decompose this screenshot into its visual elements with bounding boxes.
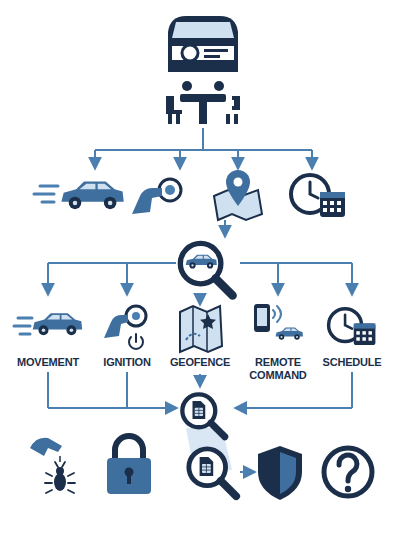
sim-magnifier-icon [182, 394, 224, 436]
connector-lines [95, 128, 312, 236]
bug-hand-icon [30, 438, 75, 493]
geofence-icon [180, 306, 222, 352]
question-icon [324, 448, 372, 496]
dashboard-icon [168, 16, 238, 72]
movement-icon [14, 313, 82, 335]
ignition-icon [104, 306, 146, 349]
shield-icon [258, 446, 302, 500]
category-label: SCHEDULE [323, 356, 382, 369]
schedule-icon [329, 309, 376, 345]
speeding-car-icon [34, 181, 124, 209]
arrow [240, 471, 254, 473]
meeting-icon [166, 81, 240, 124]
remote-command-icon [254, 304, 303, 340]
category-label: GEOFENCE [170, 356, 230, 369]
magnifier-car-icon [180, 243, 232, 295]
category-label: REMOTE COMMAND [247, 356, 309, 382]
map-pin-icon [214, 170, 262, 220]
category-label: IGNITION [103, 356, 150, 369]
connector-lines [48, 263, 352, 304]
lock-icon [107, 436, 151, 494]
clock-calendar-icon [291, 175, 345, 217]
sim-magnifier-icon [189, 449, 236, 496]
key-ignition-icon [132, 179, 181, 214]
category-label: MOVEMENT [17, 356, 79, 369]
